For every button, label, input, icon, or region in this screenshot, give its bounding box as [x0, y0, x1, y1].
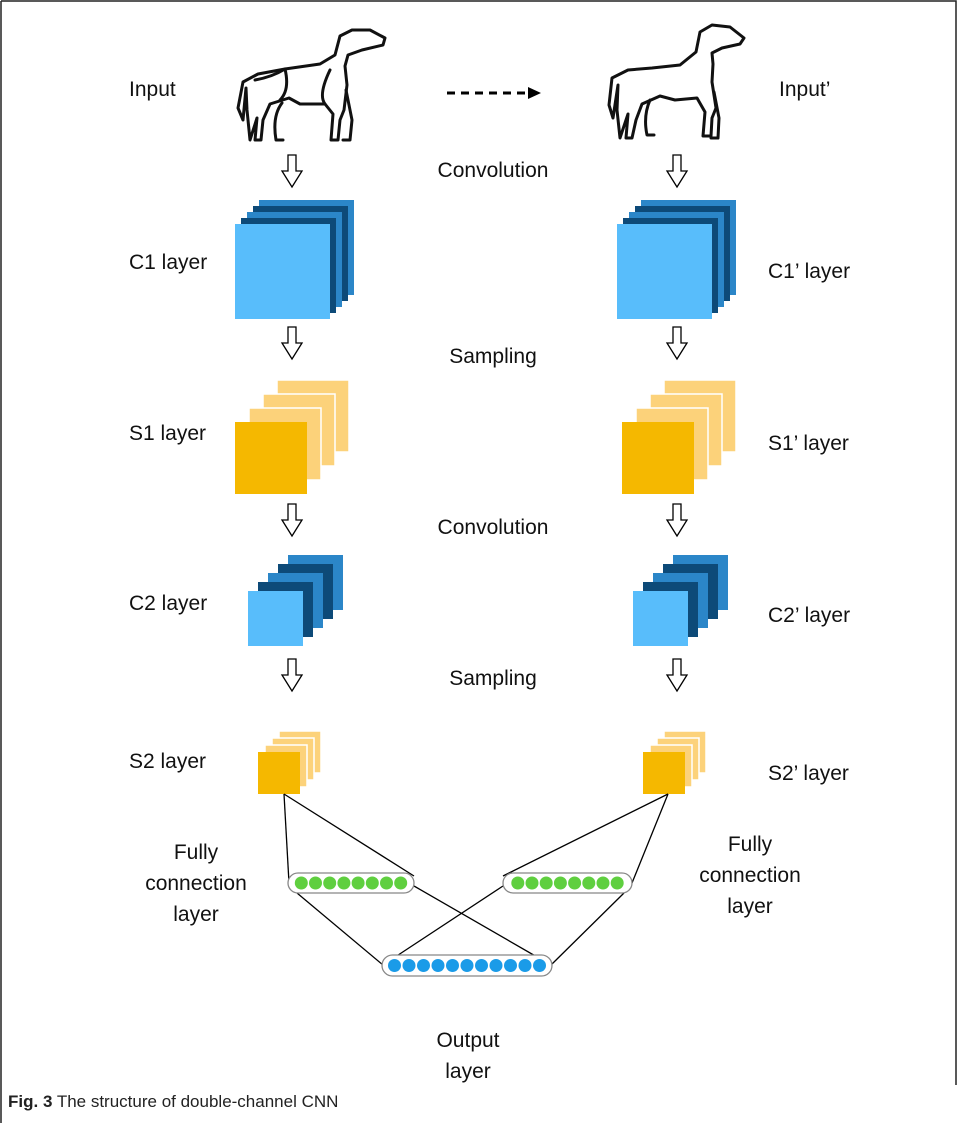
neuron-node — [539, 876, 553, 890]
neuron-node — [568, 876, 582, 890]
link — [550, 892, 625, 966]
s2-layer-label-left: S2 layer — [129, 750, 207, 773]
dog-sketch-left — [236, 28, 387, 142]
c1-layer-stack-right — [617, 200, 736, 319]
neuron-node — [596, 876, 610, 890]
neuron-node — [475, 959, 488, 972]
down-arrow-right-1 — [665, 154, 689, 189]
neuron-node — [394, 876, 408, 890]
link — [502, 793, 669, 877]
down-arrow-left-1 — [280, 154, 304, 189]
link — [413, 885, 552, 966]
neuron-node — [323, 876, 337, 890]
s2-layer-label-right: S2’ layer — [768, 762, 849, 785]
neuron-node — [533, 959, 546, 972]
s1-layer-stack-right — [622, 379, 737, 494]
down-arrow-left-2 — [280, 326, 304, 361]
c2-layer-stack-right — [633, 555, 728, 646]
sampling-label-1: Sampling — [449, 345, 537, 368]
link — [382, 885, 504, 966]
dog-sketch-right — [607, 23, 746, 140]
c1-layer-label-left: C1 layer — [129, 251, 208, 274]
feature-map — [258, 752, 300, 794]
fc-layer-right — [502, 872, 633, 894]
neuron-node — [446, 959, 459, 972]
neuron-node — [431, 959, 445, 972]
feature-map — [235, 422, 307, 494]
neuron-node — [610, 876, 624, 890]
output-layer-nodes — [381, 954, 553, 977]
neuron-node — [294, 876, 308, 890]
sampling-label-2: Sampling — [449, 667, 537, 690]
s1-layer-stack-left — [235, 379, 350, 494]
down-arrow-right-2 — [665, 326, 689, 361]
down-arrow-left-3 — [280, 503, 304, 538]
feature-map — [235, 224, 330, 319]
feature-map — [248, 591, 303, 646]
feature-map — [617, 224, 712, 319]
neuron-node — [525, 876, 539, 890]
dashed-arrow — [447, 87, 541, 99]
c1-layer-label-right: C1’ layer — [768, 260, 851, 283]
down-arrow-left-4 — [280, 658, 304, 693]
s1-layer-label-left: S1 layer — [129, 422, 207, 445]
down-arrow-right-4 — [665, 658, 689, 693]
convolution-label-1: Convolution — [437, 159, 549, 182]
c2-layer-label-left: C2 layer — [129, 592, 208, 615]
neuron-node — [388, 959, 401, 972]
feature-map — [633, 591, 688, 646]
link — [631, 793, 669, 884]
neuron-node — [489, 959, 503, 972]
fc-layer-label-right: Fully connection layer — [699, 833, 801, 918]
neuron-node — [518, 959, 532, 972]
caption-text: The structure of double-channel CNN — [52, 1092, 339, 1111]
s1-layer-label-right: S1’ layer — [768, 432, 849, 455]
c2-layer-stack-left — [248, 555, 343, 646]
down-arrow-right-3 — [665, 503, 689, 538]
neuron-node — [553, 876, 567, 890]
link — [296, 892, 384, 966]
s2-layer-stack-right — [643, 730, 707, 794]
input-label-right: Input’ — [779, 78, 831, 101]
fc-layer-left — [287, 872, 415, 894]
convolution-label-2: Convolution — [437, 516, 549, 539]
neuron-node — [460, 959, 474, 972]
neuron-node — [309, 876, 322, 890]
s2-layer-stack-left — [258, 730, 322, 794]
neuron-node — [582, 876, 596, 890]
c2-layer-label-right: C2’ layer — [768, 604, 851, 627]
neuron-node — [351, 876, 365, 890]
neuron-node — [511, 876, 525, 890]
fc-layer-label-left: Fully connection layer — [145, 841, 247, 926]
neuron-node — [417, 959, 430, 972]
feature-map — [622, 422, 694, 494]
neuron-node — [380, 876, 393, 890]
neuron-node — [504, 959, 517, 972]
link — [283, 793, 415, 877]
figure-number: Fig. 3 — [8, 1092, 53, 1111]
neuron-node — [365, 876, 379, 890]
feature-map — [643, 752, 685, 794]
neuron-node — [402, 959, 416, 972]
input-label-left: Input — [129, 78, 176, 101]
figure-caption: Fig. 3 The structure of double-channel C… — [8, 1092, 338, 1112]
output-layer-label: Output layer — [436, 1029, 500, 1083]
neuron-node — [337, 876, 351, 890]
link — [283, 793, 290, 884]
c1-layer-stack-left — [235, 200, 354, 319]
